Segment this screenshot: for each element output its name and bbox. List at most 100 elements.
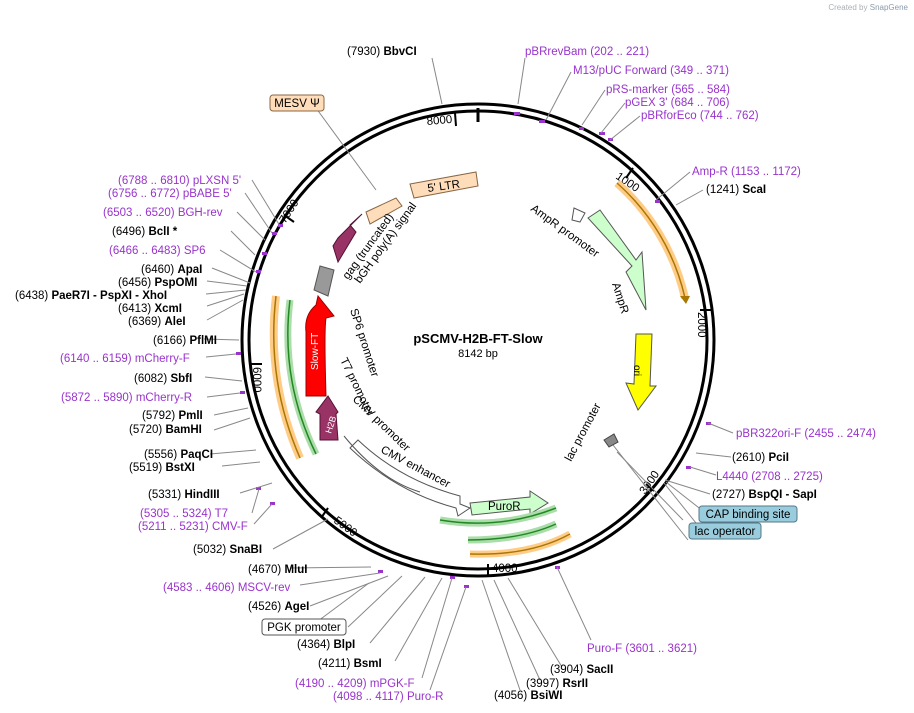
credit-prefix: Created by [828, 3, 868, 12]
site-name: mCherry-F [135, 353, 190, 365]
primer-mark [378, 570, 383, 573]
enzyme-site-label: (2727) BspQI - SapI [712, 489, 817, 501]
leader-line [213, 417, 251, 431]
site-position: (5872 .. 5890) [61, 392, 133, 404]
leader-line [493, 579, 541, 681]
leader-line [211, 267, 251, 284]
site-name: SacII [586, 664, 613, 676]
snapgene-credit: Created by SnapGene [828, 3, 908, 12]
primer-mark [256, 270, 261, 273]
site-position: (6496) [112, 226, 145, 238]
site-position: (5211 .. 5231) [138, 521, 209, 533]
leader-line [663, 482, 701, 529]
leader-line [219, 249, 257, 273]
site-name: PaqCI [180, 449, 213, 461]
site-position: (202 .. 221) [590, 46, 649, 58]
leader-lines [203, 57, 734, 691]
cmv-enhancer-arrow [349, 439, 472, 517]
mcherry-green-track [287, 299, 317, 455]
site-name: HindIII [184, 489, 219, 501]
box-pgk-promoter: PGK promoter [261, 618, 347, 636]
site-name: M13/pUC Forward [573, 65, 667, 77]
ori-arrow [625, 333, 657, 411]
primer-label: (4098 .. 4117) Puro-R [333, 691, 443, 703]
site-name: MSCV-rev [238, 582, 291, 594]
leader-line [664, 479, 711, 495]
primer-mark [256, 487, 261, 490]
box-mesv: MESV Ψ [269, 94, 325, 112]
leader-line [203, 338, 240, 341]
site-name: SnaBI [229, 544, 262, 556]
slow-ft-arrow [305, 294, 335, 397]
site-position: (6788 .. 6810) [118, 175, 190, 187]
site-name: pBR322ori-F [736, 428, 801, 440]
slow-ft-label: Slow-FT [310, 333, 321, 370]
box-lac-text: lac operator [695, 526, 756, 538]
enzyme-site-label: (3997) RsrII [526, 678, 588, 690]
leader-line [221, 461, 261, 467]
ltr5-label: 5' LTR [427, 179, 461, 195]
site-name: BspQI - SapI [748, 489, 816, 501]
leader-line [206, 392, 241, 398]
site-position: (6466 .. 6483) [109, 245, 181, 257]
primer-label: (4583 .. 4606) MSCV-rev [163, 582, 290, 594]
site-name: pBABE 5' [183, 188, 232, 200]
leader-line [609, 115, 641, 141]
mcherry-orange-track [272, 295, 301, 459]
enzyme-site-label: (6496) BclI * [112, 226, 178, 238]
site-name: PciI [768, 452, 788, 464]
site-position: (744 .. 762) [700, 110, 759, 122]
leader-line [431, 57, 443, 105]
leader-line [289, 566, 372, 569]
box-mesv-text: MESV Ψ [274, 98, 319, 110]
site-position: (4526) [248, 601, 281, 613]
site-name: BstXI [165, 462, 194, 474]
ltr5-left-segment [365, 197, 403, 225]
enzyme-site-label: (5792) PmlI [142, 410, 203, 422]
primer-label: M13/pUC Forward (349 .. 371) [573, 65, 729, 77]
primer-label: pBR322ori-F (2455 .. 2474) [736, 428, 876, 440]
amp-r-track-arrowhead [680, 296, 690, 304]
leader-line [481, 579, 521, 691]
site-name: L4440 [716, 471, 748, 483]
site-name: pRS-marker [606, 84, 668, 96]
site-name: BsiWI [530, 690, 562, 702]
site-name: AgeI [284, 601, 309, 613]
snapgene-logo-text: SnapGene [869, 3, 908, 12]
site-name: Puro-R [407, 691, 443, 703]
primer-mark [464, 585, 469, 588]
primer-mark [686, 466, 691, 469]
leader-line [689, 466, 717, 476]
backbone-outer [240, 102, 716, 578]
primer-mark [655, 200, 660, 203]
site-name: SbfI [170, 373, 192, 385]
leader-line [655, 171, 691, 201]
site-name: BamHI [165, 424, 201, 436]
ori-label: ori [631, 365, 642, 376]
plasmid-name: pSCMV-H2B-FT-Slow [413, 331, 543, 346]
site-position: (6456) [118, 277, 151, 289]
leader-line [204, 376, 243, 382]
primer-label: pBRrevBam (202 .. 221) [525, 46, 649, 58]
tick-7000 [283, 214, 295, 223]
site-position: (6413) [118, 303, 151, 315]
site-name: ApaI [177, 264, 202, 276]
primer-mark [450, 576, 455, 579]
leader-line [612, 444, 689, 541]
site-position: (5032) [193, 544, 226, 556]
enzyme-site-label: (4364) BlpI [297, 639, 355, 651]
site-position: (2455 .. 2474) [804, 428, 876, 440]
primer-label: pBRforEco (744 .. 762) [641, 110, 759, 122]
amp-r-primer-track [616, 182, 686, 299]
site-position: (6082) [134, 373, 167, 385]
site-name: XcmI [154, 303, 182, 315]
primer-mark [599, 132, 605, 135]
leader-line [429, 586, 467, 691]
enzyme-site-label: (4211) BsmI [318, 658, 382, 670]
leader-line [205, 353, 237, 358]
enzyme-site-label: (4526) AgeI [248, 601, 309, 613]
site-position: (1241) [706, 184, 739, 196]
site-position: (1153 .. 1172) [731, 166, 801, 178]
bgh-polya-marker [313, 265, 335, 297]
enzyme-site-label: (4056) BsiWI [494, 690, 562, 702]
